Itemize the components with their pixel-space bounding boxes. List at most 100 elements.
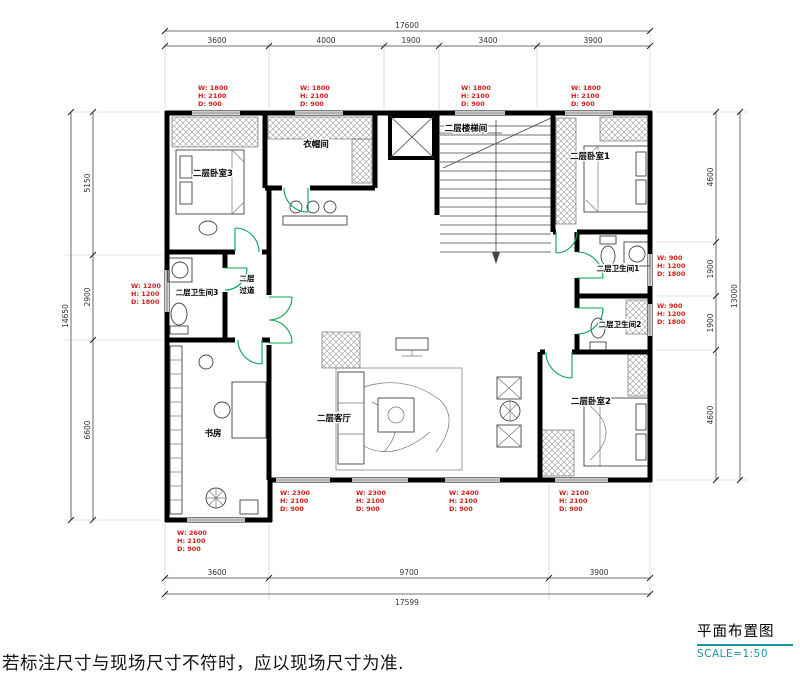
- drawing-scale: SCALE=1:50: [697, 648, 769, 660]
- annotation-h: H: 1200: [131, 290, 160, 298]
- toilet-icon: [599, 235, 617, 267]
- door-arc: [268, 319, 293, 344]
- closet-hatch: [351, 138, 373, 184]
- room-label-bedroom2: 二层卧室2: [571, 396, 611, 407]
- annotation-h: H: 2100: [177, 537, 206, 545]
- dim-right-seg: 1900: [706, 259, 715, 278]
- room-label-living: 二层客厅: [317, 413, 352, 424]
- annotation-h: H: 2100: [280, 497, 309, 505]
- window-annotation: W: 900 H: 1200 D: 1800: [657, 254, 688, 278]
- sink-icon: [167, 257, 193, 283]
- room-label-cloakroom: 衣帽间: [303, 139, 329, 150]
- door-arc: [555, 231, 578, 254]
- annotation-w: W: 2300: [280, 489, 310, 497]
- room-label-corridor-2: 过道: [240, 285, 255, 295]
- annotation-h: H: 2100: [356, 497, 385, 505]
- annotation-d: D: 900: [356, 505, 380, 513]
- closet-hatch: [555, 117, 577, 225]
- dim-right-seg: 4600: [706, 167, 715, 186]
- annotation-h: H: 2100: [461, 92, 490, 100]
- annotation-w: W: 1800: [461, 84, 491, 92]
- room-label-stairwell: 二层楼梯间: [445, 123, 488, 134]
- annotation-d: D: 900: [559, 505, 583, 513]
- window-annotation: W: 1200 H: 1200 D: 1800: [131, 282, 163, 306]
- dim-top-seg: 4000: [316, 36, 335, 45]
- title-block: 平面布置图 SCALE=1:50: [697, 620, 793, 660]
- annotation-h: H: 2100: [559, 497, 588, 505]
- wardrobe-hatch: [171, 116, 259, 148]
- dimension-lines: [67, 27, 744, 598]
- dim-top-seg: 3400: [478, 36, 497, 45]
- closet-hatch: [541, 429, 575, 477]
- annotation-h: H: 1200: [657, 310, 686, 318]
- annotation-h: H: 1200: [657, 262, 686, 270]
- annotation-w: W: 2300: [356, 489, 386, 497]
- dimension-extension-lines: [64, 26, 748, 600]
- dim-left-seg: 6600: [83, 420, 92, 439]
- annotation-d: D: 900: [449, 505, 473, 513]
- wardrobe-hatch: [599, 116, 649, 142]
- room-label-bedroom3: 二层卧室3: [193, 168, 233, 179]
- window-annotation: W: 900 H: 1200 D: 1800: [657, 302, 688, 326]
- door-arc: [224, 267, 248, 291]
- desk-and-chair: [198, 354, 267, 439]
- annotation-w: W: 1800: [300, 84, 330, 92]
- annotation-h: H: 2100: [449, 497, 478, 505]
- annotation-w: W: 2600: [177, 529, 207, 537]
- annotation-w: W: 2100: [559, 489, 589, 497]
- table-hatch: [321, 331, 361, 369]
- door-swings: [224, 187, 604, 379]
- annotation-w: W: 900: [657, 254, 683, 262]
- closet-hatch: [267, 116, 373, 140]
- window-annotation: W: 1800 H: 2100 D: 900: [300, 84, 332, 108]
- annotation-d: D: 1800: [657, 270, 686, 278]
- dim-top-overall: 17600: [395, 21, 419, 30]
- dimension-labels: 17600 3600 4000 1900 3400 3900 3600 9700…: [61, 21, 739, 607]
- dim-left-overall: 14650: [61, 304, 70, 328]
- door-arc: [268, 296, 293, 321]
- dim-left-seg: 5150: [83, 173, 92, 192]
- coffee-table: [377, 397, 415, 433]
- room-label-study: 书房: [204, 428, 221, 439]
- annotation-d: D: 1800: [657, 318, 686, 326]
- dim-right-seg: 1900: [706, 313, 715, 332]
- window-annotation: W: 2300 H: 2100 D: 900: [356, 489, 388, 513]
- hatch-areas: [171, 116, 649, 477]
- furniture: [167, 145, 651, 515]
- tv-icon: [395, 337, 429, 357]
- dim-bottom-seg: 9700: [399, 568, 418, 577]
- annotation-w: W: 1800: [198, 84, 228, 92]
- sofa: [337, 371, 365, 465]
- dim-top-seg: 3900: [583, 36, 602, 45]
- closet-hatch: [627, 353, 649, 397]
- annotation-w: W: 900: [657, 302, 683, 310]
- room-label-corridor-1: 二层: [240, 274, 255, 283]
- elevator-shaft: [388, 114, 436, 160]
- annotation-d: D: 900: [300, 100, 324, 108]
- stairs: [436, 117, 552, 264]
- dim-left-seg: 2900: [83, 287, 92, 306]
- room-label-bathroom2: 二层卫生间2: [599, 319, 642, 329]
- sink-icon: [623, 241, 651, 267]
- dim-top-seg: 3600: [207, 36, 226, 45]
- window-annotation: W: 2300 H: 2100 D: 900: [280, 489, 312, 513]
- window-annotation: W: 2600 H: 2100 D: 900: [177, 529, 209, 553]
- window-annotation: W: 1800 H: 2100 D: 900: [198, 84, 230, 108]
- console-table: [282, 200, 348, 226]
- plant-icon: [499, 400, 521, 422]
- toilet-icon: [169, 302, 189, 335]
- bookshelf: [169, 345, 183, 515]
- bed-icon: [583, 145, 649, 213]
- title-rule: [697, 644, 793, 646]
- room-label-bedroom1: 二层卧室1: [570, 151, 610, 162]
- annotation-d: D: 900: [461, 100, 485, 108]
- annotation-w: W: 2400: [449, 489, 479, 497]
- annotation-d: D: 1800: [131, 298, 160, 306]
- annotation-h: H: 2100: [300, 92, 329, 100]
- dim-right-seg: 4600: [706, 405, 715, 424]
- window-annotations: W: 1800 H: 2100 D: 900 W: 1800 H: 2100 D…: [131, 84, 688, 553]
- bed-icon: [583, 397, 649, 467]
- window-annotation: W: 1800 H: 2100 D: 900: [571, 84, 603, 108]
